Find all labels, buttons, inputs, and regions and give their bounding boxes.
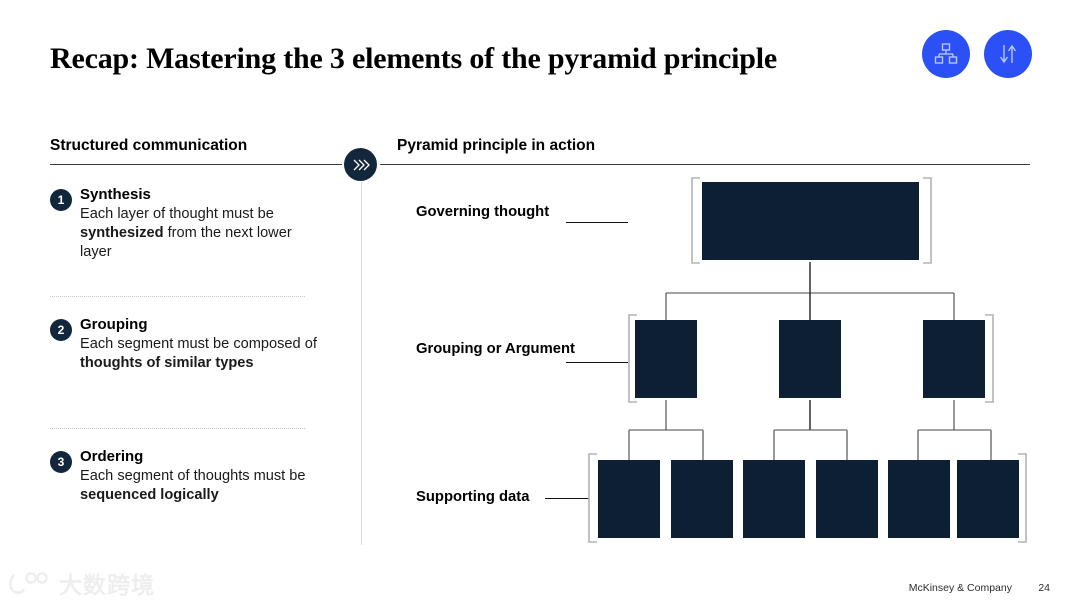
page-title: Recap: Mastering the 3 elements of the p… — [50, 42, 778, 75]
list-separator — [50, 296, 305, 297]
list-separator — [50, 428, 305, 429]
item-title: Grouping — [80, 316, 148, 333]
item-number-badge: 1 — [50, 189, 72, 211]
watermark-text: 大数跨境 — [59, 573, 155, 599]
header-icon-group — [922, 30, 1032, 78]
diagram-label-governing-thought: Governing thought — [416, 204, 550, 220]
footer-brand: McKinsey & Company — [908, 582, 1012, 594]
chevron-right-triple-icon — [353, 159, 370, 170]
diagram-label-supporting-data: Supporting data — [416, 489, 530, 505]
supporting-data-box — [671, 460, 733, 538]
left-column-heading: Structured communication — [50, 137, 248, 154]
grouping-box — [779, 320, 841, 398]
double-chevron-badge — [344, 148, 377, 181]
governing-thought-box — [702, 182, 919, 260]
item-title: Synthesis — [80, 186, 151, 203]
watermark: 大数跨境 — [8, 566, 155, 600]
watermark-logo-icon — [9, 572, 48, 595]
supporting-data-box — [743, 460, 805, 538]
grouping-box — [923, 320, 985, 398]
item-text: Each layer of thought must be synthesize… — [80, 205, 292, 261]
bracket-level-governing — [691, 177, 932, 264]
diagram-label-grouping-argument: Grouping or Argument — [416, 341, 575, 357]
leader-line-grouping — [566, 362, 628, 363]
column-divider — [361, 182, 362, 545]
supporting-data-box — [957, 460, 1019, 538]
item-number-badge: 2 — [50, 319, 72, 341]
right-column-heading: Pyramid principle in action — [397, 137, 596, 154]
arrows-up-down-icon[interactable] — [984, 30, 1032, 78]
list-item: 3 Ordering Each segment of thoughts must… — [50, 448, 325, 505]
footer-page-number: 24 — [1038, 582, 1050, 594]
right-heading-rule — [380, 164, 1030, 165]
supporting-data-box — [888, 460, 950, 538]
leader-line-governing — [566, 222, 628, 223]
item-text: Each segment of thoughts must be sequenc… — [80, 467, 306, 503]
supporting-data-box — [598, 460, 660, 538]
diagram-connectors — [628, 262, 992, 461]
left-heading-rule — [50, 164, 342, 165]
list-item: 1 Synthesis Each layer of thought must b… — [50, 186, 325, 263]
bracket-level-supporting — [588, 453, 1027, 543]
supporting-data-box — [816, 460, 878, 538]
item-title: Ordering — [80, 448, 144, 465]
bracket-level-grouping — [628, 314, 994, 403]
list-item: 2 Grouping Each segment must be composed… — [50, 316, 325, 373]
grouping-box — [635, 320, 697, 398]
leader-line-supporting — [545, 498, 589, 499]
item-text: Each segment must be composed of thought… — [80, 335, 317, 371]
item-number-badge: 3 — [50, 451, 72, 473]
hierarchy-icon[interactable] — [922, 30, 970, 78]
